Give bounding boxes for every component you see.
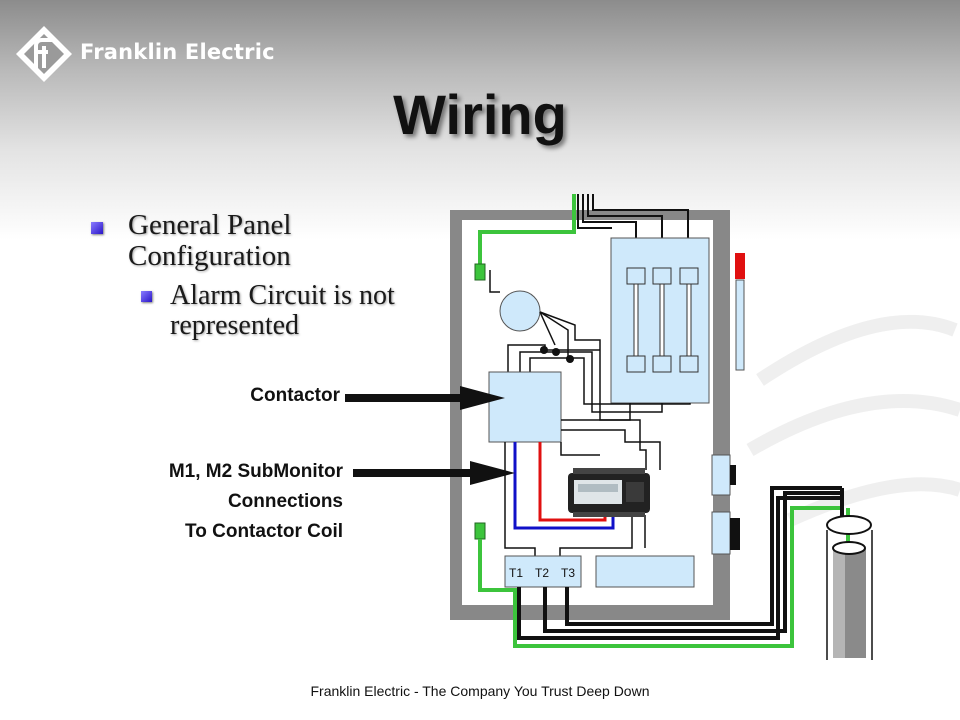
contactor <box>488 371 562 443</box>
callout-submonitor-line-2: Connections <box>227 491 343 512</box>
terminal-label-t3: T3 <box>561 566 575 580</box>
junction-dot <box>540 346 548 354</box>
side-knob-upper <box>730 465 736 485</box>
incoming-power-wires <box>478 194 689 265</box>
bullet-square-icon <box>141 291 152 302</box>
junction-dot <box>552 348 560 356</box>
coil-wire-blue <box>513 442 615 530</box>
franklin-diamond-logo-icon <box>16 26 72 82</box>
terminal-label-t2: T2 <box>535 566 549 580</box>
callout-arrow-submonitor <box>353 461 515 485</box>
side-knob-lower <box>730 518 740 550</box>
side-box-lower <box>711 511 731 555</box>
background-swooshes <box>746 314 960 527</box>
ground-lug-upper <box>474 263 486 281</box>
auxiliary-block <box>595 555 695 588</box>
terminal-block <box>504 555 582 588</box>
callout-submonitor-line-1: M1, M2 SubMonitor <box>168 461 343 482</box>
contactor-output-wires <box>504 419 661 556</box>
callout-submonitor-line-3: To Contactor Coil <box>185 521 343 542</box>
brand-name: Franklin Electric <box>80 40 275 64</box>
slide-title: Wiring <box>393 83 567 146</box>
callout-arrow-contactor <box>345 386 505 410</box>
junction-dot <box>566 355 574 363</box>
submonitor-device <box>568 468 650 517</box>
well-casing <box>826 515 873 660</box>
fuses <box>626 267 699 373</box>
disconnect-handle-bar <box>735 279 745 371</box>
bullet-level-2: Alarm Circuit is not represented <box>170 280 395 341</box>
ground-lug-lower <box>474 522 486 540</box>
motor-cable <box>478 486 850 648</box>
control-transformer <box>499 290 541 332</box>
callout-contactor: Contactor <box>250 385 340 406</box>
disconnect-handle-red <box>735 253 745 279</box>
footer-tagline: Franklin Electric - The Company You Trus… <box>310 683 650 699</box>
terminal-label-t1: T1 <box>509 566 523 580</box>
callout-submonitor: M1, M2 SubMonitor Connections To Contact… <box>83 457 343 547</box>
bullet-square-icon <box>91 222 103 234</box>
side-box-upper <box>711 454 731 496</box>
bullet-level-1: General Panel Configuration <box>128 209 292 272</box>
